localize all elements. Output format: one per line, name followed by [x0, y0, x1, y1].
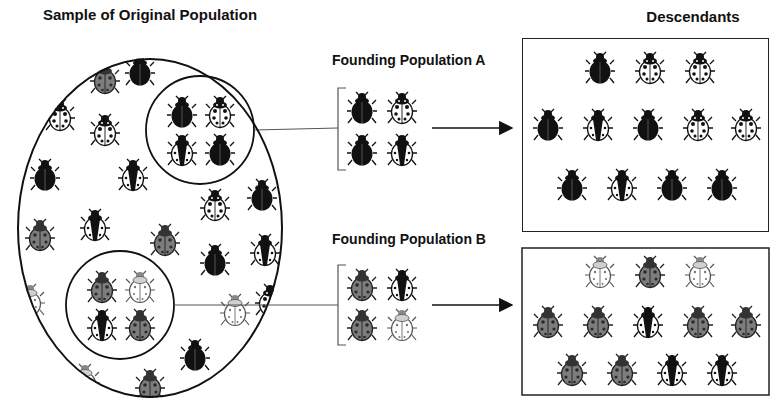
beetle: [205, 96, 235, 128]
beetle: [557, 354, 587, 386]
beetle: [387, 269, 417, 301]
sample-circle: [146, 76, 254, 184]
beetle: [167, 134, 197, 166]
beetle: [731, 306, 761, 338]
beetle: [200, 189, 230, 221]
beetle: [635, 52, 665, 84]
beetle: [657, 169, 687, 201]
beetle: [685, 52, 715, 84]
beetle: [533, 306, 563, 338]
sample-outline: [18, 59, 282, 397]
beetle: [685, 256, 715, 288]
founding-b-beetles: [347, 269, 417, 341]
beetle: [90, 62, 120, 94]
population-sample: Sample of Original Population: [17, 58, 283, 398]
beetle: [125, 271, 155, 303]
beetle: [607, 169, 637, 201]
founding-a-beetles: [347, 92, 417, 166]
beetle: [200, 244, 230, 276]
beetle: [205, 134, 235, 166]
beetle: [347, 134, 377, 166]
beetle: [347, 309, 377, 341]
beetle: [125, 309, 155, 341]
beetle: [583, 109, 613, 141]
descendants-a-beetles: [533, 52, 761, 201]
beetle: [635, 256, 665, 288]
sample-a-beetles: [167, 96, 235, 166]
beetle: [25, 349, 55, 381]
beetle: [87, 309, 117, 341]
beetle: [150, 224, 180, 256]
leader-line: [254, 128, 338, 130]
beetle: [80, 209, 110, 241]
beetle: [533, 109, 563, 141]
bracket: [338, 88, 346, 170]
beetle: [118, 159, 148, 191]
arrow: [432, 127, 512, 129]
beetle: [583, 306, 613, 338]
beetle: [707, 354, 737, 386]
beetle: [220, 294, 250, 326]
arrow: [432, 304, 512, 306]
beetle: [167, 96, 197, 128]
beetle: [683, 306, 713, 338]
beetle: [70, 364, 100, 396]
beetle: [607, 354, 637, 386]
beetle: [633, 306, 663, 338]
descendants-box: Descendants: [522, 38, 769, 232]
beetle: [90, 114, 120, 146]
beetle: [25, 219, 55, 251]
beetle: [387, 92, 417, 124]
beetle: [557, 169, 587, 201]
beetle: [585, 52, 615, 84]
leader-line: [174, 305, 338, 306]
beetle: [347, 92, 377, 124]
descendants-box: [522, 248, 769, 395]
beetle: [87, 271, 117, 303]
beetle: [707, 169, 737, 201]
beetle: [247, 179, 277, 211]
sample-b-beetles: [87, 271, 155, 341]
population-beetles: [15, 54, 285, 401]
beetle: [585, 256, 615, 288]
beetle: [250, 234, 280, 266]
beetle: [30, 159, 60, 191]
group-label: Founding Population B: [332, 231, 486, 248]
bracket: [338, 265, 346, 345]
beetle: [731, 109, 761, 141]
beetle: [683, 109, 713, 141]
heading: Sample of Original Population: [10, 6, 290, 23]
sample-outline: [17, 58, 283, 398]
heading: Descendants: [583, 8, 775, 25]
descendants-b-beetles: [533, 256, 761, 386]
beetle: [387, 309, 417, 341]
beetle: [180, 339, 210, 371]
sample-circle: [66, 251, 174, 359]
group-label: Founding Population A: [332, 52, 485, 69]
beetle: [657, 354, 687, 386]
beetle: [387, 134, 417, 166]
beetle: [633, 109, 663, 141]
beetle: [347, 269, 377, 301]
